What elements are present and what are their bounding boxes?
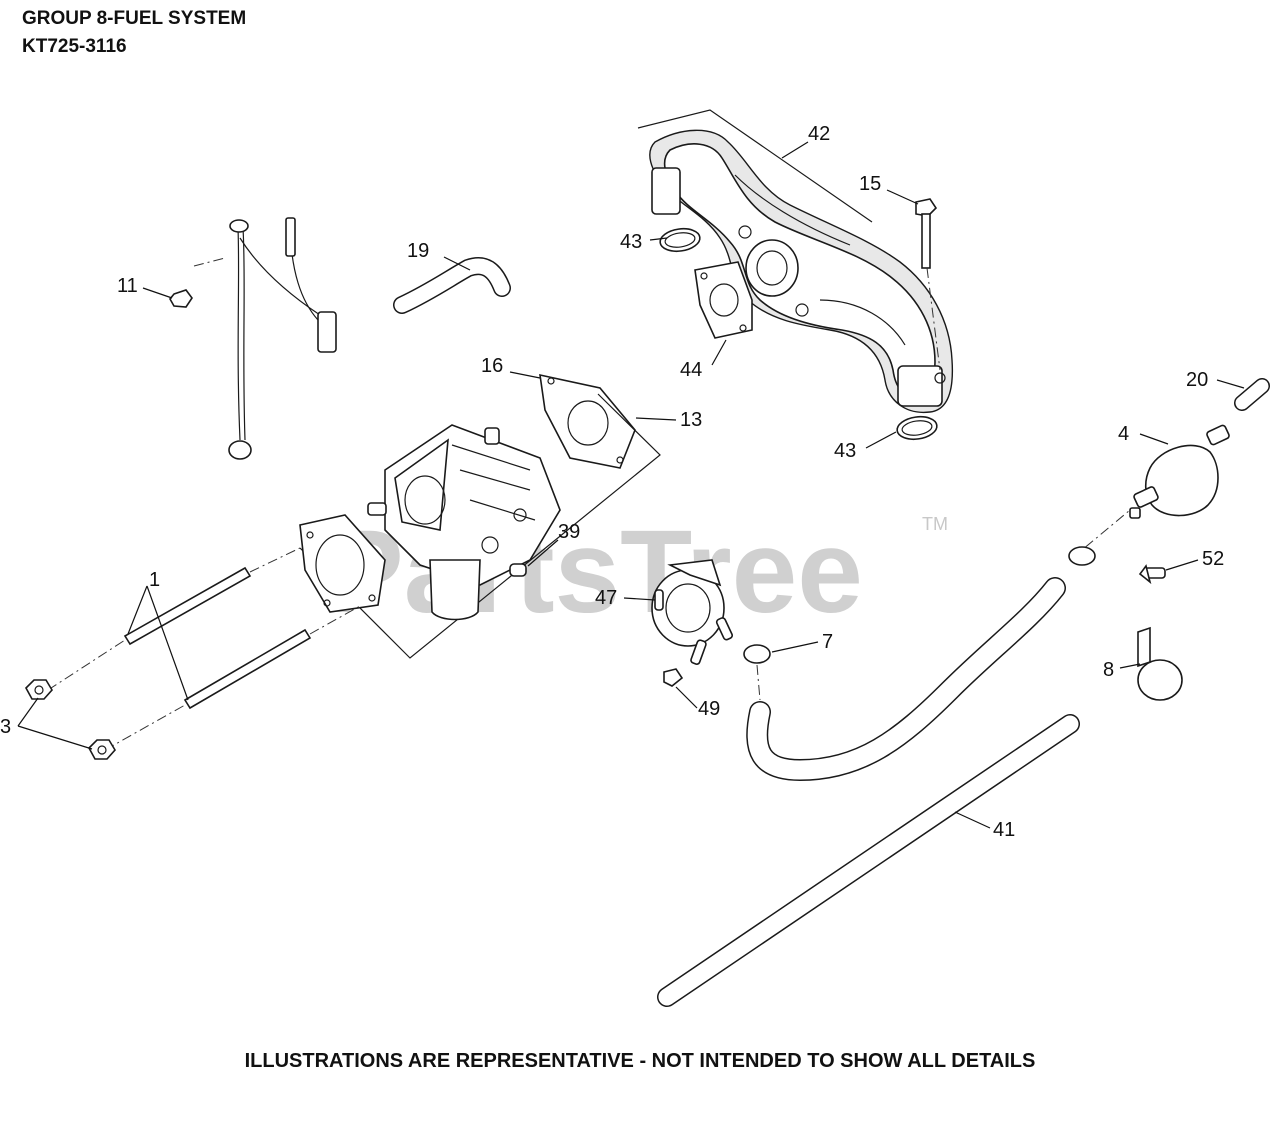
engine-model-number: KT725-3116 xyxy=(22,36,127,57)
part-11-wire-harness xyxy=(169,217,337,460)
callout-41: 41 xyxy=(993,819,1015,841)
part-7-clamp xyxy=(743,644,771,701)
part-15-bolt xyxy=(915,198,941,371)
callout-13: 13 xyxy=(680,409,702,431)
callout-39: 39 xyxy=(558,521,580,543)
part-13-carburetor xyxy=(367,424,561,621)
callout-43-lower: 43 xyxy=(834,440,856,462)
part-8-clip xyxy=(1137,626,1183,701)
part-39-fitting xyxy=(509,563,527,577)
callout-1: 1 xyxy=(149,569,160,591)
callout-7: 7 xyxy=(822,631,833,653)
part-47-fuel-pump xyxy=(651,559,733,665)
fuel-hose-upper xyxy=(746,509,1131,782)
callout-19: 19 xyxy=(407,240,429,262)
callout-15: 15 xyxy=(859,173,881,195)
part-43-oring-upper xyxy=(659,227,701,253)
callout-16: 16 xyxy=(481,355,503,377)
callout-3: 3 xyxy=(0,716,11,738)
diagram-title: GROUP 8-FUEL SYSTEM xyxy=(22,8,247,29)
callout-47: 47 xyxy=(595,587,617,609)
part-52-fitting xyxy=(1138,564,1166,585)
callout-44: 44 xyxy=(680,359,702,381)
part-43-oring-lower xyxy=(896,415,938,441)
part-19-hose xyxy=(393,257,511,314)
callout-42: 42 xyxy=(808,123,830,145)
leader-lines xyxy=(17,141,1245,829)
callout-49: 49 xyxy=(698,698,720,720)
part-41-fuel-line xyxy=(657,714,1080,1007)
callout-11: 11 xyxy=(117,275,138,297)
part-3-nut-lower xyxy=(88,739,116,760)
callout-8: 8 xyxy=(1103,659,1114,681)
callout-52: 52 xyxy=(1202,548,1224,570)
callout-4: 4 xyxy=(1118,423,1129,445)
callout-20: 20 xyxy=(1186,369,1208,391)
part-16-carburetor-gasket xyxy=(539,373,636,469)
part-1-studs xyxy=(47,547,361,751)
callout-43-upper: 43 xyxy=(620,231,642,253)
part-42-intake-manifold xyxy=(637,109,954,414)
part-44-manifold-gasket xyxy=(694,261,753,339)
watermark-trademark: TM xyxy=(922,514,948,534)
part-20-sleeve xyxy=(1234,378,1270,411)
disclaimer-footer: ILLUSTRATIONS ARE REPRESENTATIVE - NOT I… xyxy=(244,1050,1036,1072)
carburetor-mounting-gasket xyxy=(299,514,386,613)
part-3-nut-upper xyxy=(25,679,53,700)
part-4-fuel-filter xyxy=(1129,424,1230,519)
part-49-screw xyxy=(663,668,684,687)
